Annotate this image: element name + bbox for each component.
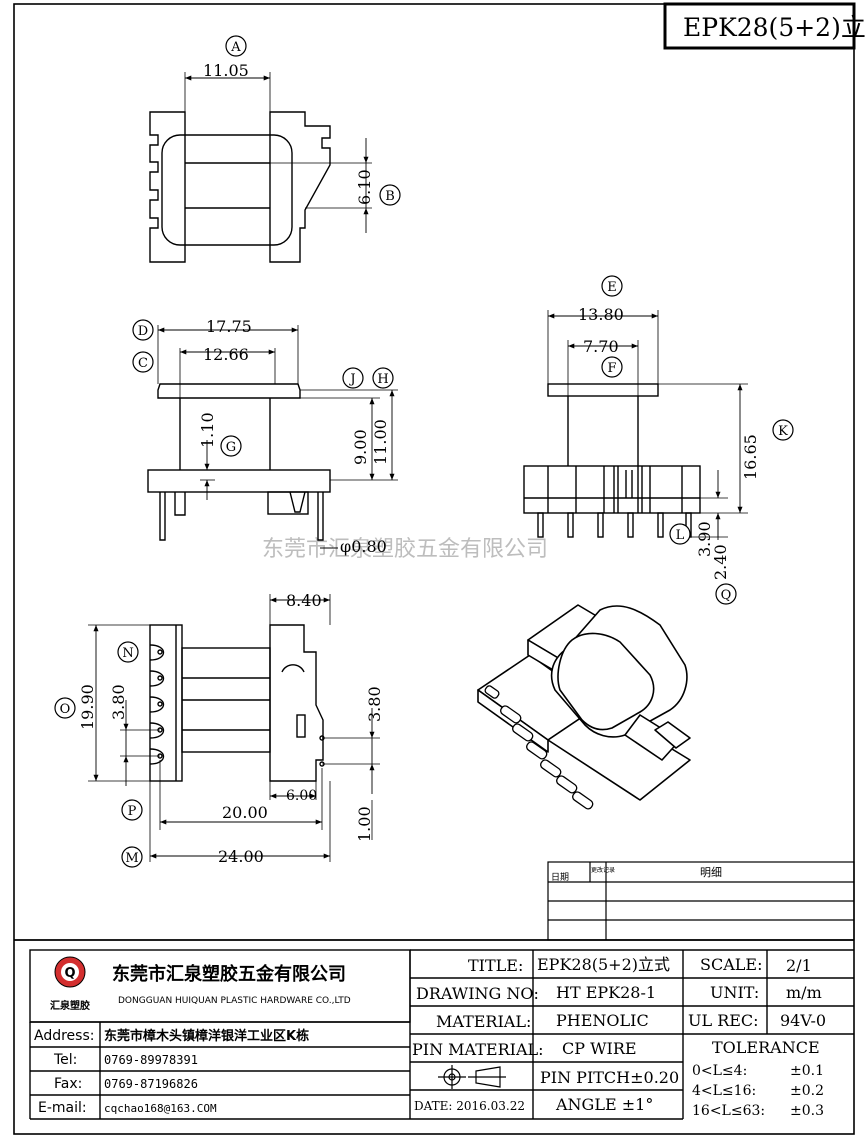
callout-labels bbox=[54, 35, 794, 868]
company-name-cn: 东莞市汇泉塑胶五金有限公司 bbox=[112, 963, 346, 985]
unit-label: UNIT: bbox=[710, 983, 759, 1002]
label-m: M bbox=[125, 851, 138, 866]
fax-value: 0769-87196826 bbox=[104, 1077, 198, 1091]
header-title-box: EPK28(5+2)立 bbox=[663, 2, 866, 50]
title-value: EPK28(5+2)立式 bbox=[537, 955, 670, 974]
dim-3-90: 3.90 bbox=[695, 521, 714, 557]
label-e: E bbox=[607, 280, 617, 295]
rev-date-header: 日期 bbox=[551, 872, 569, 883]
header-part-title: EPK28(5+2)立 bbox=[683, 13, 866, 42]
bottom-view bbox=[88, 594, 380, 862]
tel-label: Tel: bbox=[53, 1052, 77, 1068]
dim-2-40: 2.40 bbox=[711, 544, 730, 580]
label-p: P bbox=[128, 804, 137, 819]
dim-8-40: 8.40 bbox=[286, 591, 322, 610]
material-label: MATERIAL: bbox=[436, 1012, 531, 1031]
ul-rec-label: UL REC: bbox=[688, 1011, 759, 1030]
label-o: O bbox=[60, 702, 71, 717]
company-name-en: DONGGUAN HUIQUAN PLASTIC HARDWARE CO.,LT… bbox=[118, 996, 351, 1006]
label-a: A bbox=[230, 40, 241, 55]
label-n: N bbox=[122, 646, 133, 661]
tol-row3-value: ±0.3 bbox=[790, 1103, 824, 1119]
unit-value: m/m bbox=[786, 983, 822, 1002]
dim-11-05: 11.05 bbox=[203, 61, 249, 80]
label-g: G bbox=[226, 440, 236, 455]
dim-9-00: 9.00 bbox=[351, 429, 370, 465]
dim-17-75: 17.75 bbox=[206, 317, 252, 336]
rev-detail-header: 明细 bbox=[700, 866, 722, 879]
projection-symbol-icon bbox=[438, 1065, 506, 1089]
tol-row3-range: 16<L≤63: bbox=[692, 1103, 765, 1119]
label-l: L bbox=[676, 528, 685, 543]
label-j: J bbox=[348, 372, 355, 387]
address-value: 东莞市樟木头镇樟洋银洋工业区K栋 bbox=[104, 1028, 309, 1044]
drawing-no-label: DRAWING NO: bbox=[416, 984, 539, 1003]
label-b: B bbox=[385, 189, 395, 204]
dim-1-00: 1.00 bbox=[355, 806, 374, 842]
drawing-border bbox=[13, 3, 855, 1135]
dim-12-66: 12.66 bbox=[203, 345, 249, 364]
watermark: 东莞市汇泉塑胶五金有限公司 bbox=[262, 537, 548, 562]
top-view bbox=[149, 72, 372, 263]
side-view bbox=[523, 310, 748, 540]
label-q: Q bbox=[721, 588, 732, 603]
front-view bbox=[147, 325, 398, 541]
pin-material-label: PIN MATERIAL: bbox=[412, 1040, 544, 1059]
address-label: Address: bbox=[34, 1028, 94, 1044]
dim-6-10: 6.10 bbox=[355, 169, 374, 205]
ul-rec-value: 94V-0 bbox=[780, 1011, 826, 1030]
email-value: cqchao168@163.COM bbox=[104, 1102, 217, 1115]
label-h: H bbox=[377, 372, 388, 387]
pin-pitch: PIN PITCH±0.20 bbox=[540, 1068, 679, 1087]
tol-row2-range: 4<L≤16: bbox=[692, 1083, 756, 1099]
email-label: E-mail: bbox=[38, 1100, 87, 1116]
date: DATE: 2016.03.22 bbox=[414, 1099, 525, 1113]
label-k: K bbox=[778, 424, 788, 439]
scale-value: 2/1 bbox=[786, 956, 812, 975]
dim-16-65: 16.65 bbox=[741, 434, 760, 480]
isometric-view bbox=[477, 604, 691, 810]
label-d: D bbox=[138, 324, 148, 339]
dim-1-10: 1.10 bbox=[198, 412, 217, 448]
dim-phi-0-80: φ0.80 bbox=[340, 537, 387, 556]
dim-19-90: 19.90 bbox=[78, 684, 97, 730]
angle: ANGLE ±1° bbox=[555, 1095, 653, 1114]
dim-11-00: 11.00 bbox=[371, 419, 390, 465]
logo-caption: 汇泉塑胶 bbox=[50, 999, 90, 1012]
title-label: TITLE: bbox=[468, 956, 523, 975]
title-block-frame bbox=[14, 939, 854, 1120]
tol-row1-value: ±0.1 bbox=[790, 1063, 824, 1079]
material-value: PHENOLIC bbox=[556, 1011, 649, 1030]
dim-3-80-right: 3.80 bbox=[365, 686, 384, 722]
dim-3-80-left: 3.80 bbox=[109, 684, 128, 720]
dim-6-00: 6.00 bbox=[286, 788, 317, 804]
pin-material-value: CP WIRE bbox=[562, 1039, 637, 1058]
tol-row1-range: 0<L≤4: bbox=[692, 1063, 747, 1079]
label-f: F bbox=[607, 361, 616, 376]
tolerance-label: TOLERANCE bbox=[712, 1038, 820, 1057]
logo-letter: Q bbox=[64, 966, 75, 981]
dim-13-80: 13.80 bbox=[578, 305, 624, 324]
scale-label: SCALE: bbox=[700, 955, 762, 974]
dim-20-00: 20.00 bbox=[222, 803, 268, 822]
dim-24-00: 24.00 bbox=[218, 847, 264, 866]
drawing-no-value: HT EPK28-1 bbox=[556, 983, 656, 1002]
tel-value: 0769-89978391 bbox=[104, 1053, 198, 1067]
label-c: C bbox=[138, 356, 148, 371]
rev-change-header: 更改记录 bbox=[591, 866, 615, 874]
tol-row2-value: ±0.2 bbox=[790, 1083, 824, 1099]
dim-7-70: 7.70 bbox=[583, 337, 619, 356]
company-logo: Q 汇泉塑胶 bbox=[50, 956, 90, 1012]
fax-label: Fax: bbox=[54, 1076, 82, 1092]
